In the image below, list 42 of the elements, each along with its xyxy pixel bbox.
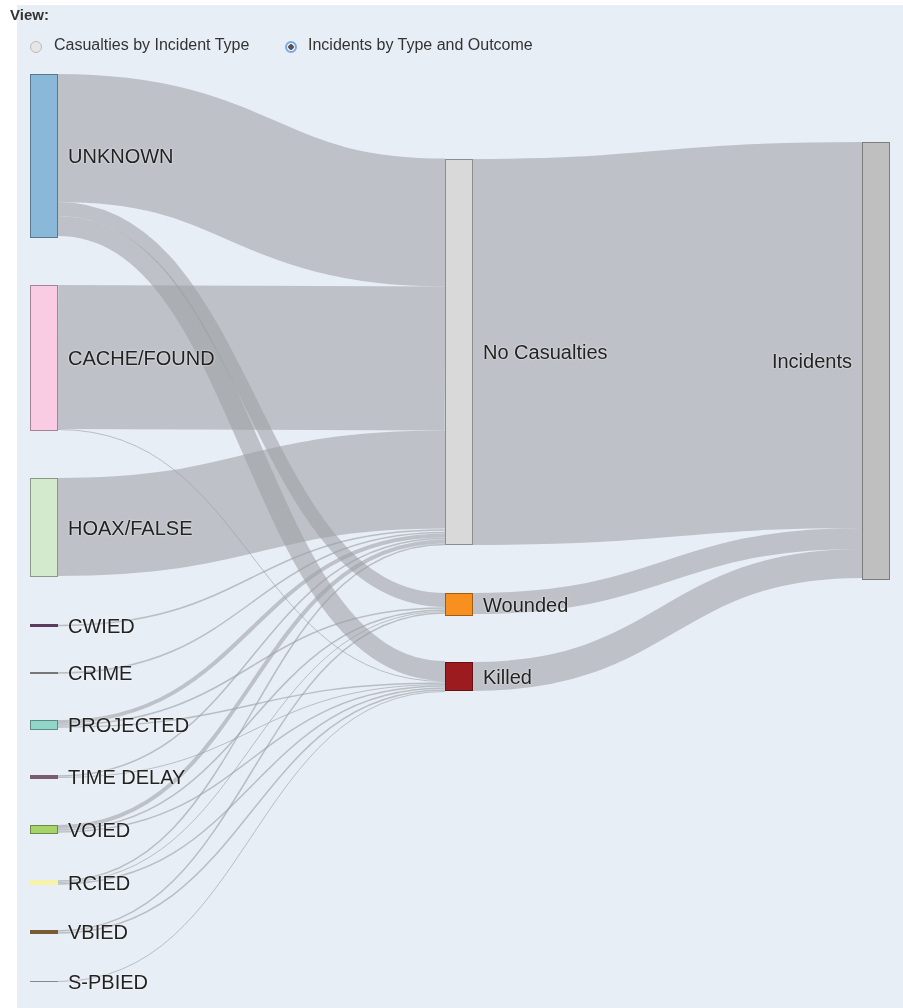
node-label: UNKNOWN bbox=[68, 145, 174, 167]
flow-band bbox=[57, 612, 446, 932]
flow-band bbox=[57, 529, 446, 627]
flow-band bbox=[57, 537, 446, 777]
flow-band bbox=[57, 533, 446, 724]
flow-band bbox=[57, 691, 446, 982]
node-label: HOAX/FALSE bbox=[68, 516, 193, 539]
flow-band bbox=[57, 685, 446, 833]
flow-band bbox=[56, 202, 447, 607]
flow-band bbox=[57, 531, 446, 674]
node-label: TIME DELAY bbox=[68, 766, 186, 788]
flow-band bbox=[57, 539, 446, 829]
flow-band bbox=[57, 611, 446, 883]
node-label: Killed bbox=[483, 665, 532, 688]
node-label: Wounded bbox=[483, 593, 569, 616]
node-label: VBIED bbox=[68, 921, 129, 943]
node-label: S-PBIED bbox=[68, 970, 149, 993]
node-label: CWIED bbox=[68, 614, 135, 637]
flow-band bbox=[472, 528, 863, 614]
flow-band bbox=[57, 687, 446, 885]
radio-label: Incidents by Type and Outcome bbox=[308, 36, 533, 54]
node-label: CACHE/FOUND bbox=[68, 347, 215, 369]
flow-band bbox=[471, 142, 864, 545]
radio-label: Casualties by Incident Type bbox=[54, 36, 250, 54]
flow-band bbox=[56, 216, 447, 681]
flow-band bbox=[57, 607, 446, 726]
node-label: RCIED bbox=[68, 871, 131, 894]
flow-band bbox=[58, 285, 445, 431]
node-label: Incidents bbox=[771, 350, 852, 372]
flow-band bbox=[57, 684, 446, 778]
flow-band bbox=[57, 689, 446, 934]
view-label: View: bbox=[10, 6, 49, 23]
flow-band bbox=[472, 549, 863, 691]
flow-band bbox=[56, 430, 447, 576]
node-label: CRIME bbox=[68, 662, 133, 684]
node-label: VOIED bbox=[68, 818, 131, 841]
node-label: PROJECTED bbox=[68, 714, 190, 736]
flow-band bbox=[57, 682, 446, 728]
node-label: No Casualties bbox=[483, 341, 608, 363]
flow-band bbox=[57, 429, 446, 682]
flow-band bbox=[57, 543, 446, 882]
flow-band bbox=[57, 609, 446, 831]
